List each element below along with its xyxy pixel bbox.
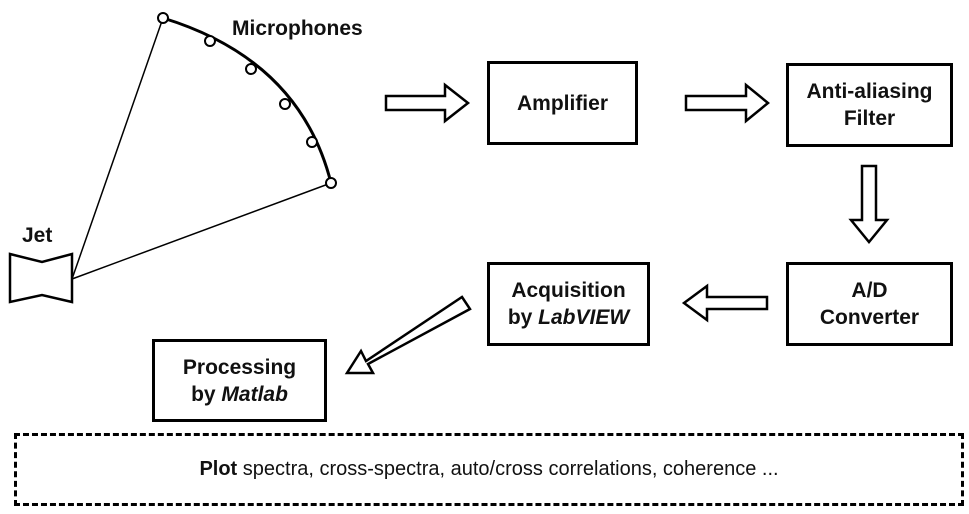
microphone-icon	[325, 177, 337, 189]
output-rest: spectra, cross-spectra, auto/cross corre…	[237, 458, 779, 480]
microphone-icon	[157, 12, 169, 24]
jet-nozzle-icon	[8, 252, 74, 304]
microphone-icon	[306, 136, 318, 148]
output-bold-word: Plot	[199, 458, 238, 480]
sector-line-upper	[71, 17, 164, 280]
filter-label: Filter	[843, 107, 896, 130]
processing-tool-line: by Matlab	[191, 381, 288, 408]
ad-converter-box: A/D Converter	[786, 262, 953, 346]
processing-label: Processing	[182, 355, 297, 379]
acquisition-tool-line: by LabVIEW	[508, 304, 629, 331]
arrow-to-filter-icon	[684, 82, 770, 124]
microphones-label: Microphones	[232, 17, 363, 40]
ad-label: A/D	[851, 279, 888, 302]
microphone-icon	[279, 98, 291, 110]
output-text: Plot spectra, cross-spectra, auto/cross …	[199, 458, 778, 481]
arrow-to-converter-icon	[848, 164, 890, 244]
amplifier-label: Amplifier	[516, 91, 608, 115]
output-dashed-box: Plot spectra, cross-spectra, auto/cross …	[14, 433, 964, 506]
arrow-to-processing-icon	[344, 295, 472, 375]
sector-line-lower	[71, 182, 332, 280]
labview-label: LabVIEW	[538, 306, 630, 329]
arrow-to-acquisition-icon	[681, 283, 769, 323]
anti-aliasing-filter-box: Anti-aliasing Filter	[786, 63, 953, 147]
jet-label: Jet	[22, 224, 53, 247]
processing-by-text: by	[191, 382, 222, 406]
amplifier-box: Amplifier	[487, 61, 638, 145]
anti-aliasing-label: Anti-aliasing	[806, 80, 933, 103]
matlab-label: Matlab	[221, 382, 288, 406]
arrow-to-amplifier-icon	[384, 82, 471, 124]
microphone-icon	[245, 63, 257, 75]
acquisition-by-text: by	[507, 306, 539, 329]
converter-label: Converter	[819, 306, 920, 329]
acquisition-label: Acquisition	[511, 279, 626, 302]
microphone-array	[157, 12, 337, 189]
microphone-arc	[162, 16, 333, 184]
processing-box: Processing by Matlab	[152, 339, 327, 422]
acquisition-box: Acquisition by LabVIEW	[487, 262, 650, 346]
microphone-icon	[204, 35, 216, 47]
